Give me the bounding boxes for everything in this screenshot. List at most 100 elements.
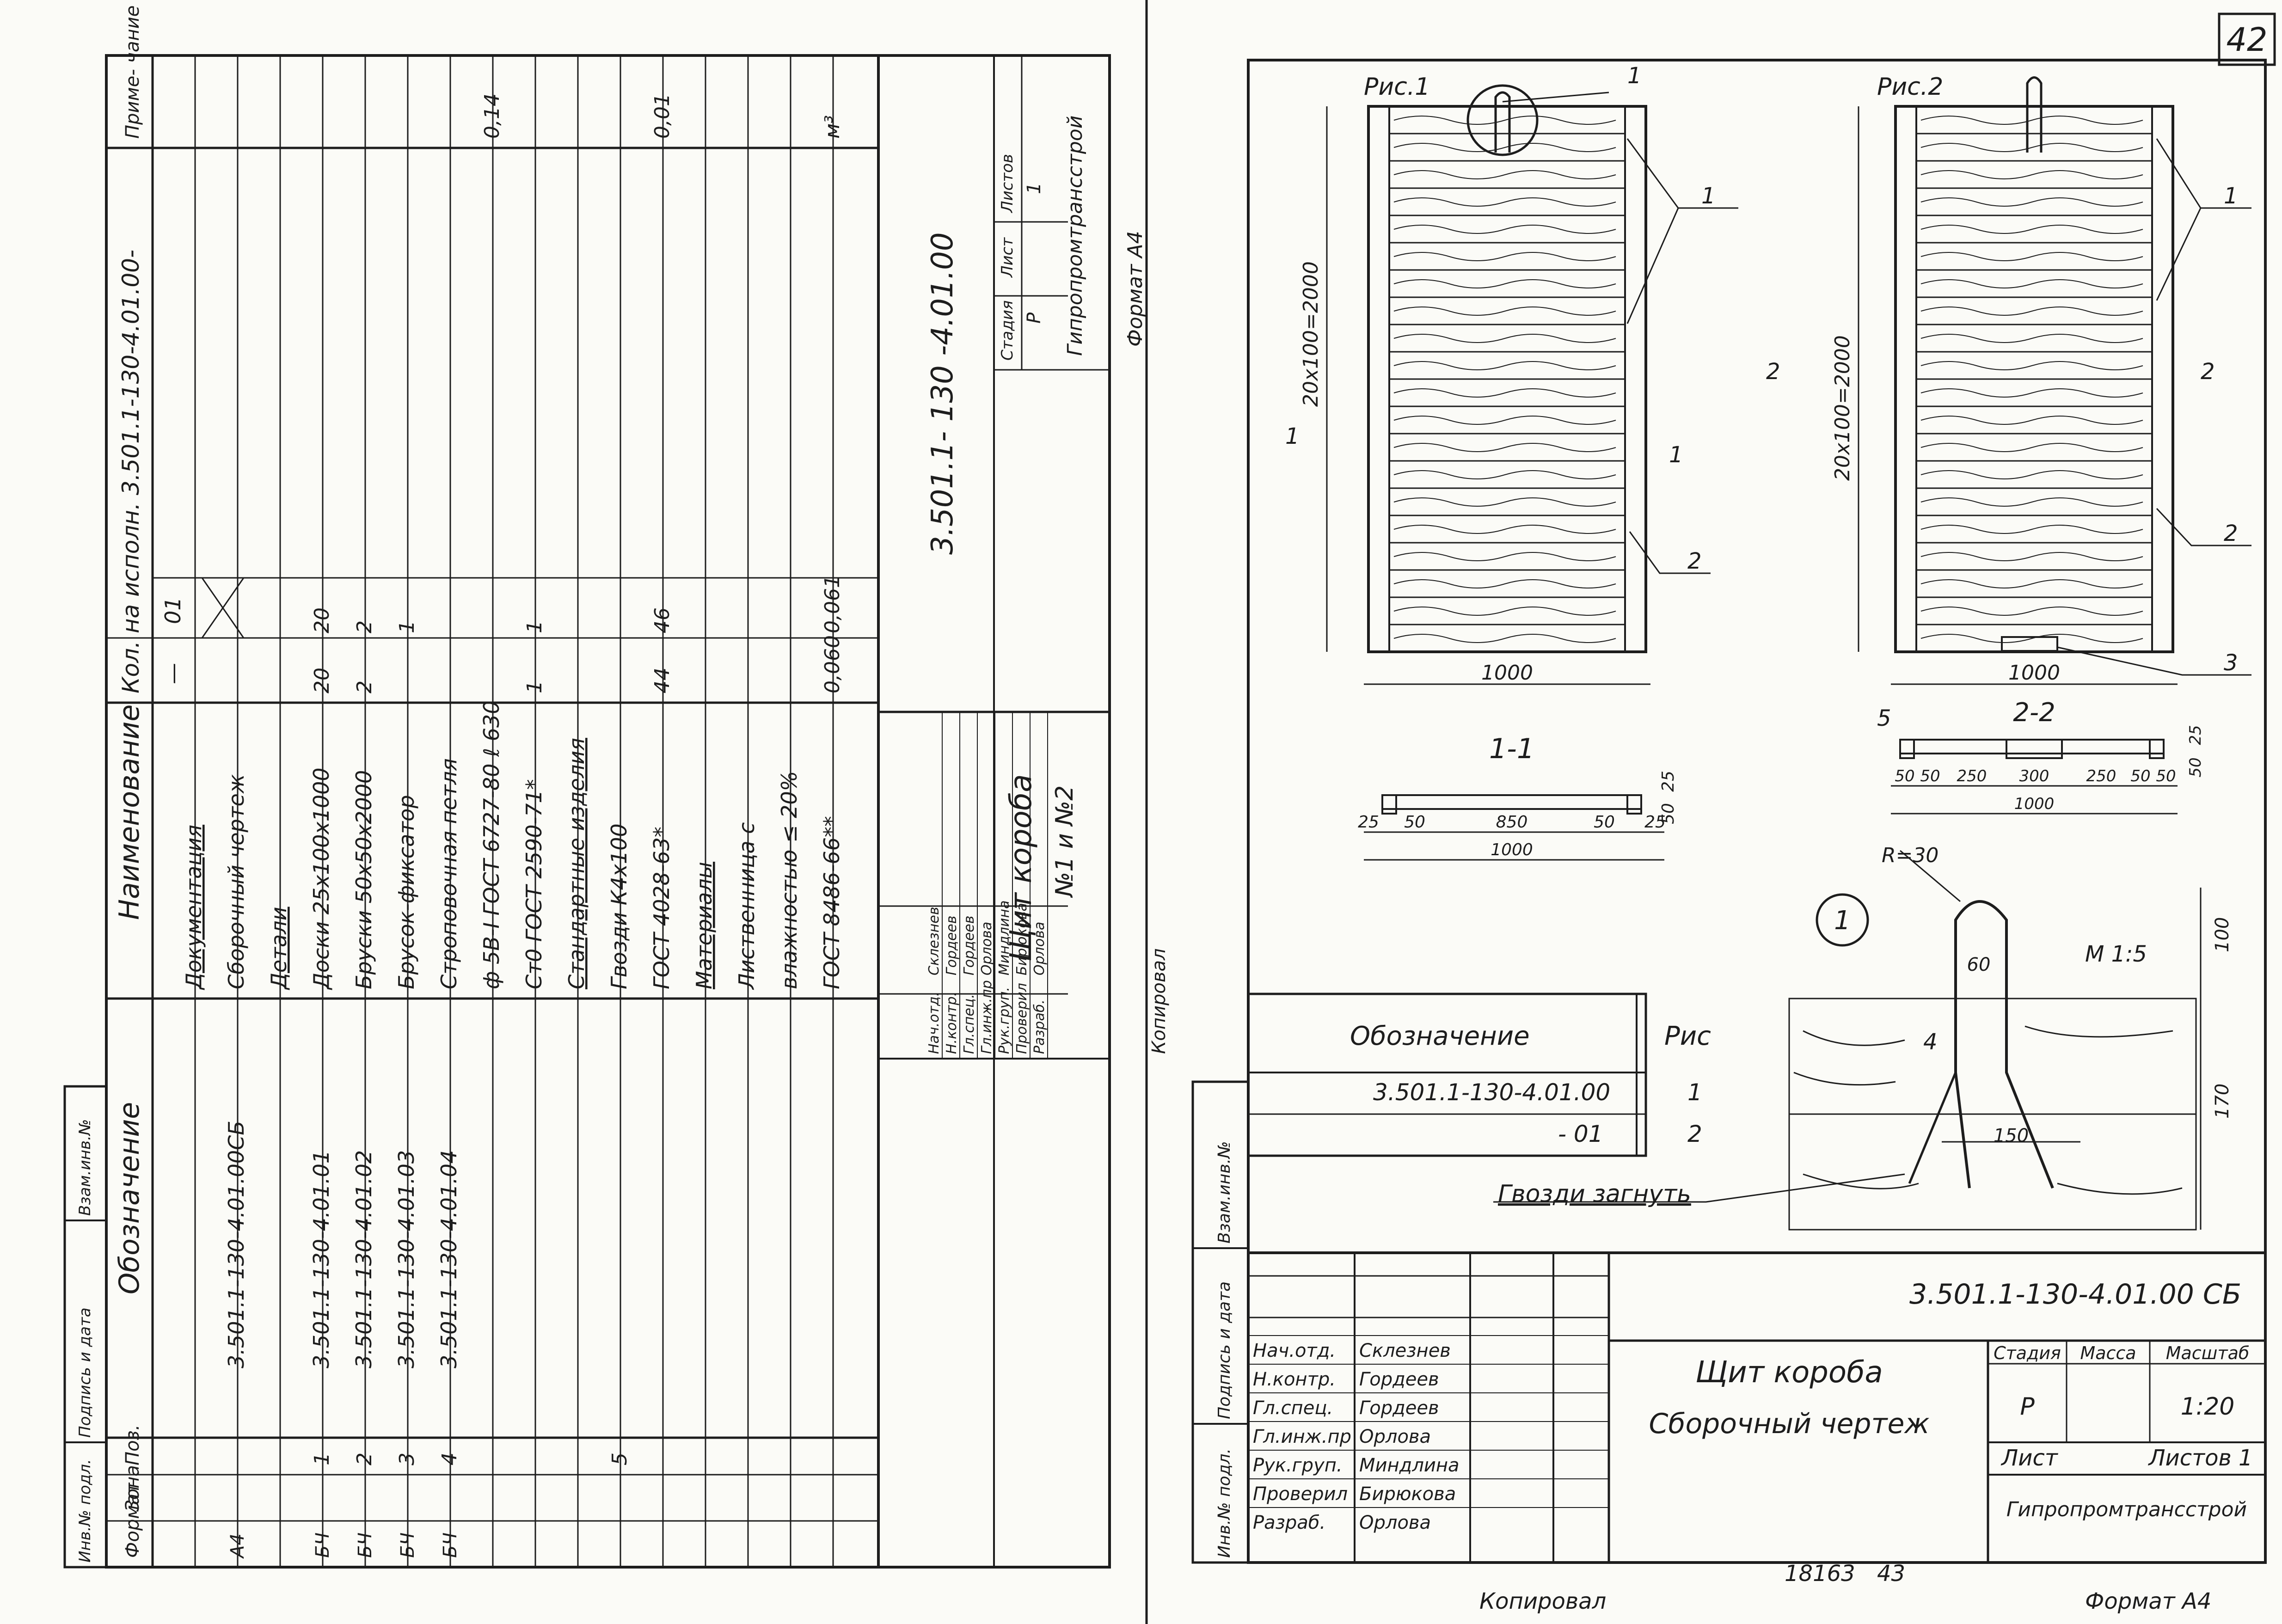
role-name: Миндлина <box>996 901 1012 975</box>
cut-mark-2-left: 2 <box>1766 359 1780 385</box>
section11-dim: 50 <box>1594 813 1615 832</box>
cell-qty1: 44 <box>650 668 674 693</box>
format-label: Формат А4 <box>1123 231 1147 347</box>
cell-format: А4 <box>227 1533 248 1559</box>
detail-radius: R=30 <box>1882 844 1938 867</box>
role-name: Склезнев <box>926 907 942 975</box>
section11-dim: 25 <box>1644 813 1666 832</box>
section-1-1 <box>1364 794 1664 861</box>
header-pos: Поз. <box>122 1424 143 1465</box>
section11-dim: 50 <box>1404 813 1425 832</box>
tb-role-name: Орлова <box>1359 1426 1431 1447</box>
right-titleblock-frame <box>1248 1251 2265 1563</box>
cell-name: ГОСТ 4028-63* <box>649 827 674 989</box>
tb-role: Гл.инж.пр <box>1253 1426 1351 1447</box>
table-row-designation: 3.501.1-130-4.01.00 <box>1373 1079 1610 1106</box>
fig2-label: Рис.2 <box>1877 73 1943 101</box>
tb-org: Гипропромтрансстрой <box>2006 1498 2247 1521</box>
callout-number: 1 <box>1627 63 1642 89</box>
sheets-label: Листов <box>998 154 1017 214</box>
cell-qty1: 1 <box>523 680 546 693</box>
sheet-number: 42 <box>2226 21 2267 59</box>
tb-role-name: Гордеев <box>1359 1369 1439 1390</box>
dim-vertical-2: 20х100=2000 <box>1831 335 1854 481</box>
copied-label: Копировал <box>1148 948 1170 1054</box>
cell-name: Строповочная петля <box>436 758 461 989</box>
side-inv-label: Инв.№ подл. <box>76 1459 94 1563</box>
cell-name: Стандартные изделия <box>564 738 589 989</box>
section22-dim: 50 <box>2130 767 2150 785</box>
tb-code: 3.501.1-130-4.01.00 СБ <box>1909 1278 2241 1311</box>
title-line1: Щит короба <box>1004 774 1038 962</box>
tb-role: Нач.отд. <box>1253 1340 1336 1361</box>
header-note: Приме- чание <box>122 6 143 139</box>
cell-qty2: 20 <box>310 607 334 633</box>
cell-name: Сборочный чертеж <box>224 774 249 989</box>
role-label: Нач.отд. <box>926 992 942 1054</box>
callout-number: 1 <box>2224 183 2238 209</box>
side-replace-label: Взам.инв.№ <box>76 1119 94 1216</box>
tb-role-name: Склезнев <box>1359 1340 1451 1361</box>
dim-vertical-1: 20х100=2000 <box>1299 261 1323 407</box>
callout-number: 2 <box>1687 548 1702 574</box>
callout-number: 4 <box>1923 1029 1938 1055</box>
callout-number: 2 <box>2224 521 2238 546</box>
header-designation: Обозначение <box>113 1102 146 1294</box>
cell-qty2: 1 <box>523 620 546 633</box>
cell-name: Лиственница с <box>734 822 759 990</box>
section22-dim: 50 <box>2156 767 2176 785</box>
section22-dim: 250 <box>1957 767 1987 785</box>
side-sign-label: Подпись и дата <box>1215 1281 1234 1419</box>
tb-title1: Щит короба <box>1695 1355 1883 1390</box>
section22-dim: 50 <box>1895 767 1914 785</box>
side-inv-label: Инв.№ подл. <box>1215 1448 1234 1558</box>
cell-qty2: 46 <box>650 607 674 633</box>
cell-format: БЧ <box>355 1532 376 1558</box>
section11-dim: 25 <box>1358 813 1379 832</box>
section11-dim: 850 <box>1496 813 1528 832</box>
cell-qty1: 0,060 <box>821 635 844 693</box>
role-label: Проверил <box>1014 983 1030 1054</box>
cell-note: м³ <box>821 115 844 139</box>
cell-pos: 4 <box>438 1452 461 1465</box>
cell-format: БЧ <box>312 1532 333 1558</box>
stage-value: Р <box>1024 312 1045 324</box>
detail-dim-150: 150 <box>1994 1125 2029 1146</box>
table-row-fig: 1 <box>1687 1079 1702 1106</box>
footer-format: Формат А4 <box>2085 1588 2211 1614</box>
cell-designation: 3.501.1-130-4.01.02 <box>351 1150 376 1368</box>
section22-dim: 300 <box>2019 767 2049 785</box>
cell-note: 0,01 <box>650 93 674 139</box>
detail-dim-100: 100 <box>2212 917 2233 952</box>
section22-dim: 1000 <box>2014 795 2055 813</box>
header-qty-col2: 01 <box>160 597 185 624</box>
tb-role-name: Гордеев <box>1359 1397 1439 1419</box>
header-format: Формат <box>122 1482 143 1558</box>
header-qty-col1: — <box>160 663 185 684</box>
tb-sheet-label: Лист <box>2000 1445 2059 1471</box>
cell-designation: 3.501.1-130-4.01.01 <box>309 1150 334 1368</box>
cell-qty1: 20 <box>310 668 334 693</box>
right-sheet: 42Рис.1Рис.220х100=200020х100=2000100010… <box>1191 12 2276 1614</box>
cell-name: Ст0 ГОСТ 2590-71* <box>521 779 546 989</box>
cell-qty2: 2 <box>353 620 376 633</box>
cell-note: 0,14 <box>480 93 504 139</box>
tb-mass-label: Масса <box>2080 1343 2136 1363</box>
role-name: Орлова <box>1031 922 1048 975</box>
title-line2: №1 и №2 <box>1051 785 1079 898</box>
detail-scale: М 1:5 <box>2085 941 2147 967</box>
cell-pos: 1 <box>310 1452 334 1465</box>
cell-qty2: 1 <box>395 620 419 633</box>
role-label: Рук.груп. <box>996 987 1012 1054</box>
section22-dim: 25 <box>2186 725 2205 745</box>
cell-name: Документация <box>181 825 206 990</box>
cell-pos: 2 <box>353 1452 376 1465</box>
cut-mark-1-left: 1 <box>1285 423 1300 449</box>
role-name: Гордеев <box>961 916 977 975</box>
section22-dim: 50 <box>1920 767 1940 785</box>
section11-dim: 1000 <box>1491 840 1533 859</box>
footer-number2: 43 <box>1877 1561 1905 1587</box>
tb-stage-label: Стадия <box>1994 1343 2061 1363</box>
